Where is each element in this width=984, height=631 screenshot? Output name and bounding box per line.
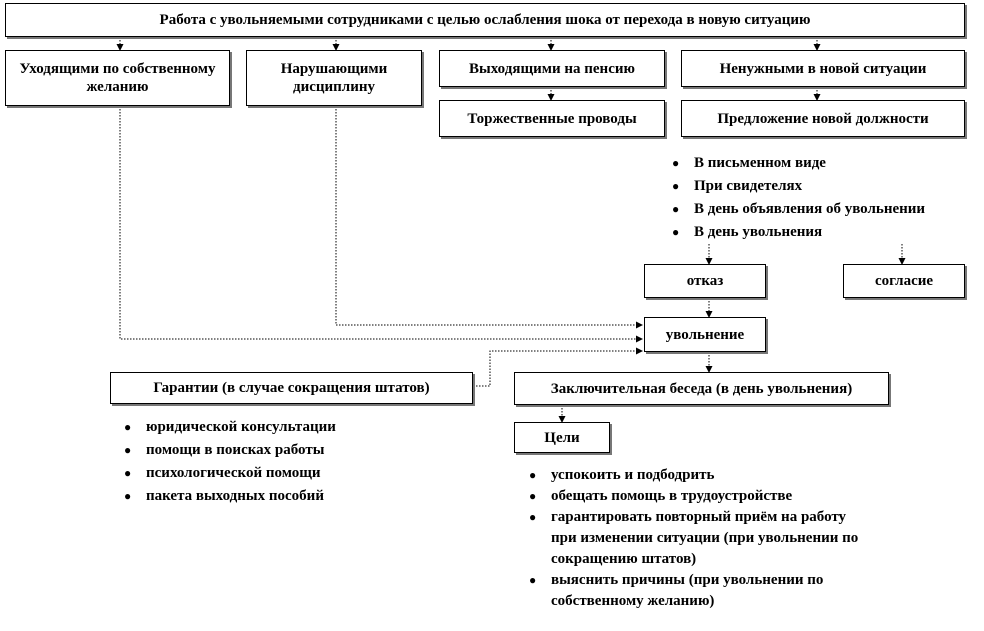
category-unneeded: Ненужными в новой ситуации	[681, 50, 965, 87]
offer-condition: В письменном виде	[672, 152, 925, 175]
goals-box: Цели	[514, 422, 610, 453]
guarantees-box: Гарантии (в случае сокращения штатов)	[110, 372, 473, 404]
offer-conditions-list: В письменном виде При свидетелях В день …	[672, 152, 925, 244]
guarantees-list: юридической консультации помощи в поиска…	[124, 416, 336, 508]
guarantee-item: пакета выходных пособий	[124, 485, 336, 508]
guarantee-item: психологической помощи	[124, 462, 336, 485]
arrow-violators-dismissal	[335, 106, 643, 329]
goals-list: успокоить и подбодрить обещать помощь в …	[529, 465, 874, 612]
goal-item: гарантировать повторный приём на работу …	[529, 507, 874, 570]
offer-condition: В день объявления об увольнении	[672, 198, 925, 221]
goal-item: обещать помощь в трудоустройстве	[529, 486, 874, 507]
refusal-box: отказ	[644, 264, 766, 298]
arrow-voluntary-dismissal	[119, 106, 643, 343]
goal-item: успокоить и подбодрить	[529, 465, 874, 486]
category-retiring: Выходящими на пенсию	[439, 50, 665, 87]
ceremony-box: Торжественные проводы	[439, 100, 665, 137]
dismissal-box: увольнение	[644, 317, 766, 352]
consent-box: согласие	[843, 264, 965, 298]
arrow-guarantees-dismissal	[473, 347, 643, 387]
guarantee-item: юридической консультации	[124, 416, 336, 439]
category-violators: Нарушающими дисциплину	[246, 50, 422, 106]
title-box: Работа с увольняемыми сотрудниками с цел…	[5, 3, 965, 37]
category-voluntary: Уходящими по собственному желанию	[5, 50, 230, 106]
offer-condition: В день увольнения	[672, 221, 925, 244]
guarantee-item: помощи в поисках работы	[124, 439, 336, 462]
final-talk-box: Заключительная беседа (в день увольнения…	[514, 372, 889, 405]
goal-item: выяснить причины (при увольнении по собс…	[529, 570, 874, 612]
new-position-offer-box: Предложение новой должности	[681, 100, 965, 137]
offer-condition: При свидетелях	[672, 175, 925, 198]
